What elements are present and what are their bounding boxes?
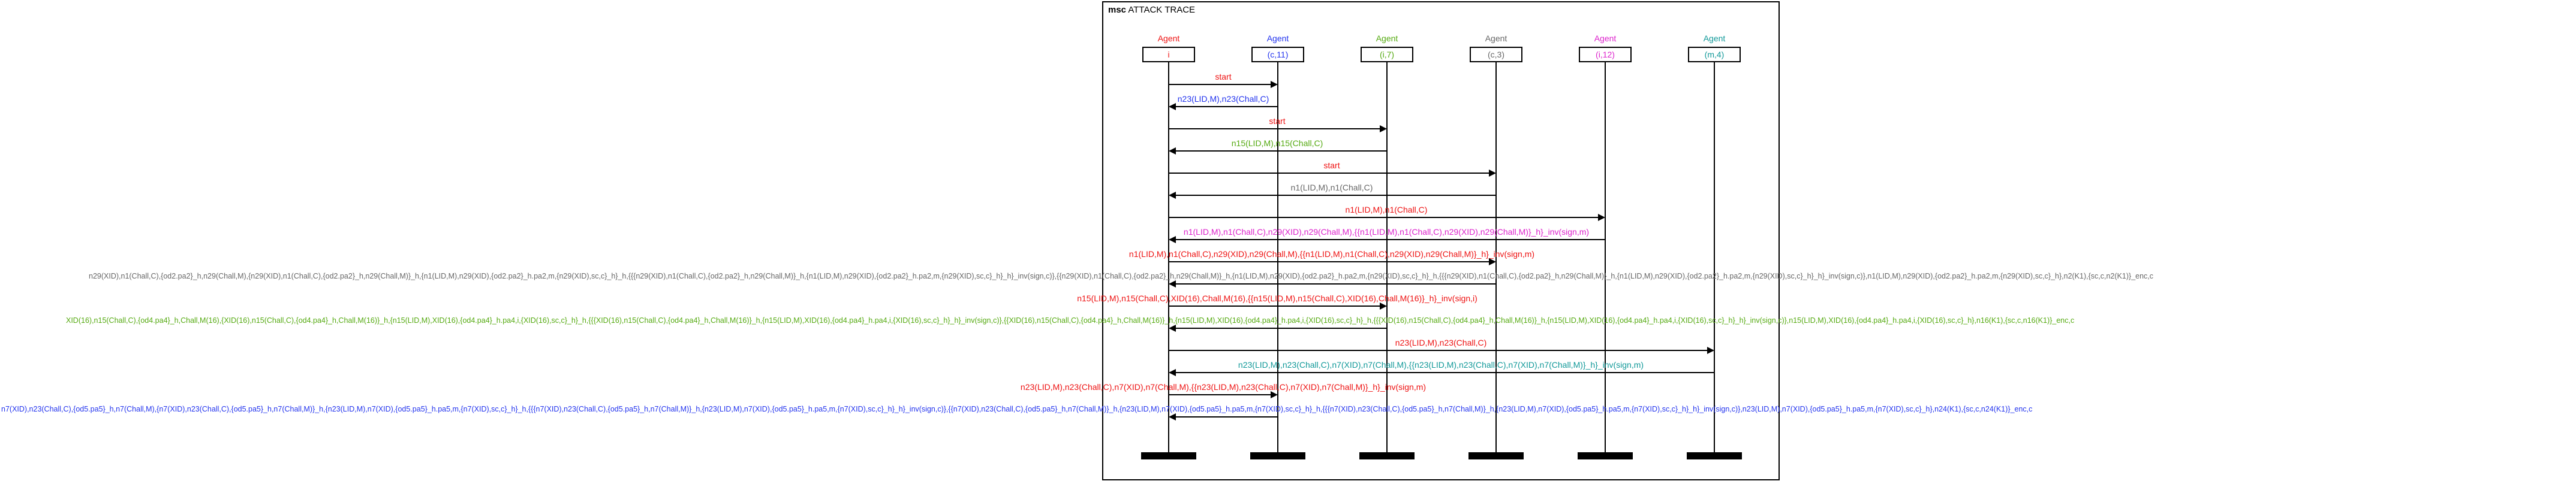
message-label: n1(LID,M),n1(Chall,C),n29(XID),n29(Chall… [1128,249,1535,259]
arrow-head-icon [1169,325,1176,332]
title-text: ATTACK TRACE [1126,5,1196,15]
message-label: n1(LID,M),n1(Chall,C) [1290,183,1373,192]
agent-box: (c,3) [1470,47,1522,62]
agent-role-label: Agent [1266,34,1289,43]
arrow-head-icon [1598,214,1605,221]
message-arrow [1169,217,1598,218]
message-label: start [1323,161,1340,170]
message-arrow [1169,350,1707,351]
lifeline [1714,62,1715,453]
agent-box: (i,12) [1579,47,1632,62]
message-label: n23(LID,M),n23(Chall,C),n7(XID),n7(Chall… [1238,360,1644,370]
title-keyword: msc [1108,5,1127,15]
lifeline-end-bar [1250,452,1305,459]
arrow-head-icon [1380,302,1387,310]
agent-box: i [1142,47,1195,62]
message-label: n15(LID,M),n15(Chall,C),XID(16),Chall,M(… [1077,294,1477,303]
lifeline [1168,62,1169,453]
arrow-head-icon [1169,236,1176,243]
message-arrow [1176,372,1714,373]
message-arrow [1169,128,1380,129]
lifeline-end-bar [1468,452,1524,459]
agent-box: (c,11) [1251,47,1304,62]
arrow-head-icon [1169,192,1176,199]
lifeline-end-bar [1141,452,1196,459]
message-arrow [1169,305,1380,307]
lifeline [1495,62,1497,453]
arrow-head-icon [1169,280,1176,288]
arrow-head-icon [1380,125,1387,132]
message-arrow [1176,239,1605,240]
message-label: n7(XID),n23(Chall,C),{od5.pa5}_h,n7(Chal… [1,405,2033,413]
lifeline [1386,62,1388,453]
lifeline-end-bar [1359,452,1415,459]
message-arrow [1176,195,1496,196]
arrow-head-icon [1169,147,1176,155]
lifeline [1277,62,1278,453]
message-label: n29(XID),n1(Chall,C),{od2.pa2}_h,n29(Cha… [89,272,2154,280]
message-label: n15(LID,M),n15(Chall,C) [1231,138,1323,148]
message-label: n23(LID,M),n23(Chall,C) [1395,338,1487,347]
message-arrow [1176,416,1278,418]
message-label: n23(LID,M),n23(Chall,C),n7(XID),n7(Chall… [1020,382,1427,392]
message-arrow [1176,150,1387,152]
message-label: n1(LID,M),n1(Chall,C) [1345,205,1428,214]
message-arrow [1176,283,1496,285]
agent-role-label: Agent [1157,34,1180,43]
lifeline-end-bar [1687,452,1742,459]
message-arrow [1176,106,1278,107]
message-arrow [1169,84,1271,85]
agent-role-label: Agent [1594,34,1617,43]
arrow-head-icon [1169,369,1176,376]
arrow-head-icon [1489,170,1496,177]
agent-role-label: Agent [1376,34,1398,43]
diagram-title: msc ATTACK TRACE [1108,5,1195,15]
lifeline [1605,62,1606,453]
msc-frame [1102,1,1780,480]
agent-role-label: Agent [1703,34,1726,43]
message-arrow [1176,328,1387,329]
message-label: XID(16),n15(Chall,C),{od4.pa4}_h,Chall,M… [66,316,2075,325]
message-label: n23(LID,M),n23(Chall,C) [1177,94,1269,104]
arrow-head-icon [1271,81,1278,88]
arrow-head-icon [1169,103,1176,110]
message-arrow [1169,394,1271,395]
message-arrow [1169,173,1489,174]
arrow-head-icon [1489,258,1496,265]
message-arrow [1169,261,1489,262]
agent-box: (m,4) [1688,47,1741,62]
lifeline-end-bar [1578,452,1633,459]
agent-box: (i,7) [1361,47,1413,62]
arrow-head-icon [1169,413,1176,421]
arrow-head-icon [1271,391,1278,398]
message-label: start [1269,116,1286,126]
message-label: n1(LID,M),n1(Chall,C),n29(XID),n29(Chall… [1183,227,1590,237]
message-label: start [1215,72,1232,81]
agent-role-label: Agent [1485,34,1507,43]
arrow-head-icon [1707,347,1714,354]
